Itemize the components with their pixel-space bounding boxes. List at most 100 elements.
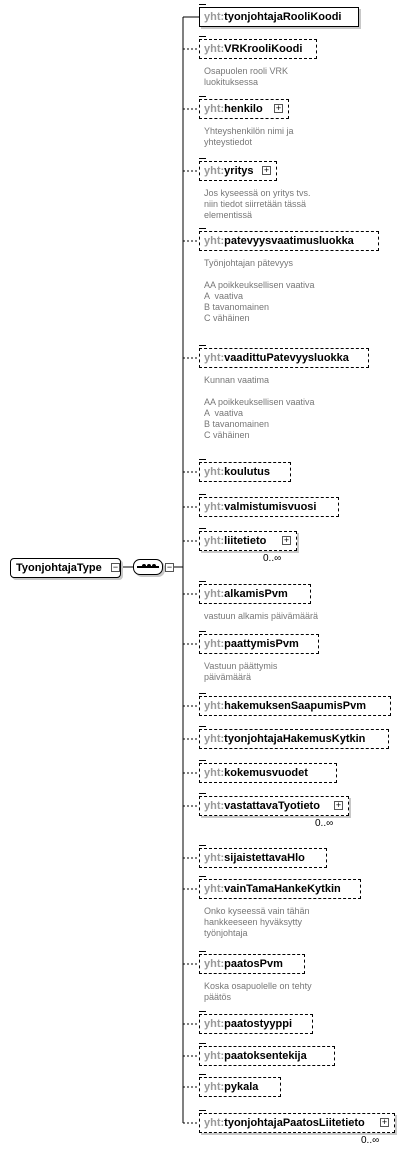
element-prefix: yht:	[204, 588, 225, 600]
element-koulutus[interactable]: yht:koulutus	[199, 459, 291, 482]
element-name: patevyysvaatimusluokka	[224, 235, 354, 247]
element-prefix: yht:	[204, 800, 225, 812]
element-tyonjohtajaPaatosLiitetieto[interactable]: yht:tyonjohtajaPaatosLiitetieto	[199, 1110, 395, 1133]
element-prefix: yht:	[204, 883, 225, 895]
element-marker-icon	[199, 494, 206, 500]
element-annotation: Työnjohtajan pätevyys AA poikkeuksellise…	[204, 258, 315, 323]
element-hakemuksenSaapumisPvm[interactable]: yht:hakemuksenSaapumisPvm	[199, 693, 391, 716]
element-marker-icon	[199, 1074, 206, 1080]
element-name: vainTamaHankeKytkin	[224, 883, 341, 895]
element-prefix: yht:	[204, 11, 225, 23]
element-name: VRKrooliKoodi	[224, 43, 303, 55]
element-name: valmistumisvuosi	[224, 501, 317, 513]
element-marker-icon	[199, 876, 206, 882]
element-annotation: Vastuun päättymis päivämäärä	[204, 661, 278, 682]
expand-plus-icon[interactable]: +	[334, 800, 343, 810]
cardinality-label: 0..∞	[361, 1135, 380, 1146]
element-henkilo[interactable]: yht:henkilo	[199, 96, 289, 119]
element-valmistumisvuosi[interactable]: yht:valmistumisvuosi	[199, 494, 339, 517]
element-annotation: Kunnan vaatima AA poikkeuksellisen vaati…	[204, 375, 315, 440]
element-name: tyonjohtajaHakemusKytkin	[224, 733, 366, 745]
element-marker-icon	[199, 631, 206, 637]
element-prefix: yht:	[204, 1050, 225, 1062]
element-marker-icon	[199, 158, 206, 164]
element-prefix: yht:	[204, 43, 225, 55]
element-marker-icon	[199, 845, 206, 851]
element-prefix: yht:	[204, 958, 225, 970]
element-marker-icon	[199, 459, 206, 465]
element-vastattavaTyotieto[interactable]: yht:vastattavaTyotieto	[199, 793, 349, 816]
element-annotation: Koska osapuolelle on tehty päätös	[204, 981, 312, 1002]
element-name: paatoksentekija	[224, 1050, 307, 1062]
element-paatosPvm[interactable]: yht:paatosPvm	[199, 951, 305, 974]
element-marker-icon	[199, 793, 206, 799]
element-prefix: yht:	[204, 852, 225, 864]
element-prefix: yht:	[204, 638, 225, 650]
element-marker-icon	[199, 36, 206, 42]
element-annotation: Jos kyseessä on yritys tvs. niin tiedot …	[204, 188, 311, 220]
root-collapse-toggle-icon[interactable]: −	[111, 562, 120, 572]
element-name: vastattavaTyotieto	[224, 800, 320, 812]
element-vaadittuPatevyysluokka[interactable]: yht:vaadittuPatevyysluokka	[199, 345, 369, 368]
element-VRKrooliKoodi[interactable]: yht:VRKrooliKoodi	[199, 36, 317, 59]
element-marker-icon	[199, 228, 206, 234]
element-name: kokemusvuodet	[224, 767, 308, 779]
element-paatostyyppi[interactable]: yht:paatostyyppi	[199, 1011, 313, 1034]
element-liitetieto[interactable]: yht:liitetieto	[199, 528, 297, 551]
element-paatoksentekija[interactable]: yht:paatoksentekija	[199, 1043, 335, 1066]
element-prefix: yht:	[204, 700, 225, 712]
cardinality-label: 0..∞	[315, 818, 334, 829]
element-name: paatostyyppi	[224, 1018, 293, 1030]
element-name: vaadittuPatevyysluokka	[224, 352, 349, 364]
element-name: alkamisPvm	[224, 588, 288, 600]
element-name: henkilo	[224, 103, 263, 115]
element-annotation: Yhteyshenkilön nimi ja yhteystiedot	[204, 126, 294, 147]
element-prefix: yht:	[204, 501, 225, 513]
expand-plus-icon[interactable]: +	[262, 165, 271, 175]
expand-plus-icon[interactable]: +	[380, 1117, 389, 1127]
element-marker-icon	[199, 760, 206, 766]
element-annotation: Onko kyseessä vain tähän hankkeeseen hyv…	[204, 906, 310, 938]
element-name: hakemuksenSaapumisPvm	[224, 700, 367, 712]
element-sijaistettavaHlo[interactable]: yht:sijaistettavaHlo	[199, 845, 327, 868]
element-prefix: yht:	[204, 1018, 225, 1030]
expand-plus-icon[interactable]: +	[274, 103, 283, 113]
element-prefix: yht:	[204, 733, 225, 745]
element-patevyysvaatimusluokka[interactable]: yht:patevyysvaatimusluokka	[199, 228, 379, 251]
element-name: tyonjohtajaRooliKoodi	[224, 11, 342, 23]
element-tyonjohtajaHakemusKytkin[interactable]: yht:tyonjohtajaHakemusKytkin	[199, 726, 389, 749]
element-name: paattymisPvm	[224, 638, 299, 650]
element-name: paatosPvm	[224, 958, 283, 970]
element-name: sijaistettavaHlo	[224, 852, 305, 864]
element-paattymisPvm[interactable]: yht:paattymisPvm	[199, 631, 319, 654]
element-name: koulutus	[224, 466, 271, 478]
element-marker-icon	[199, 96, 206, 102]
element-kokemusvuodet[interactable]: yht:kokemusvuodet	[199, 760, 337, 783]
element-tyonjohtajaRooliKoodi[interactable]: yht:tyonjohtajaRooliKoodi	[199, 4, 359, 27]
element-marker-icon	[199, 581, 206, 587]
element-prefix: yht:	[204, 1117, 225, 1129]
element-marker-icon	[199, 693, 206, 699]
element-prefix: yht:	[204, 1081, 225, 1093]
element-alkamisPvm[interactable]: yht:alkamisPvm	[199, 581, 311, 604]
element-vainTamaHankeKytkin[interactable]: yht:vainTamaHankeKytkin	[199, 876, 361, 899]
element-name: tyonjohtajaPaatosLiitetieto	[224, 1117, 365, 1129]
element-marker-icon	[199, 4, 206, 10]
element-yritys[interactable]: yht:yritys	[199, 158, 277, 181]
root-type-label: TyonjohtajaType	[16, 562, 102, 574]
element-marker-icon	[199, 345, 206, 351]
element-pykala[interactable]: yht:pykala	[199, 1074, 281, 1097]
element-name: pykala	[224, 1081, 259, 1093]
element-marker-icon	[199, 726, 206, 732]
element-marker-icon	[199, 1011, 206, 1017]
root-type-box[interactable]: TyonjohtajaType	[10, 558, 121, 578]
element-prefix: yht:	[204, 466, 225, 478]
element-marker-icon	[199, 1043, 206, 1049]
element-marker-icon	[199, 951, 206, 957]
sequence-collapse-toggle-icon[interactable]: −	[165, 562, 174, 572]
sequence-compositor-icon[interactable]	[133, 559, 163, 575]
expand-plus-icon[interactable]: +	[282, 535, 291, 545]
element-annotation: vastuun alkamis päivämäärä	[204, 611, 319, 621]
element-prefix: yht:	[204, 352, 225, 364]
